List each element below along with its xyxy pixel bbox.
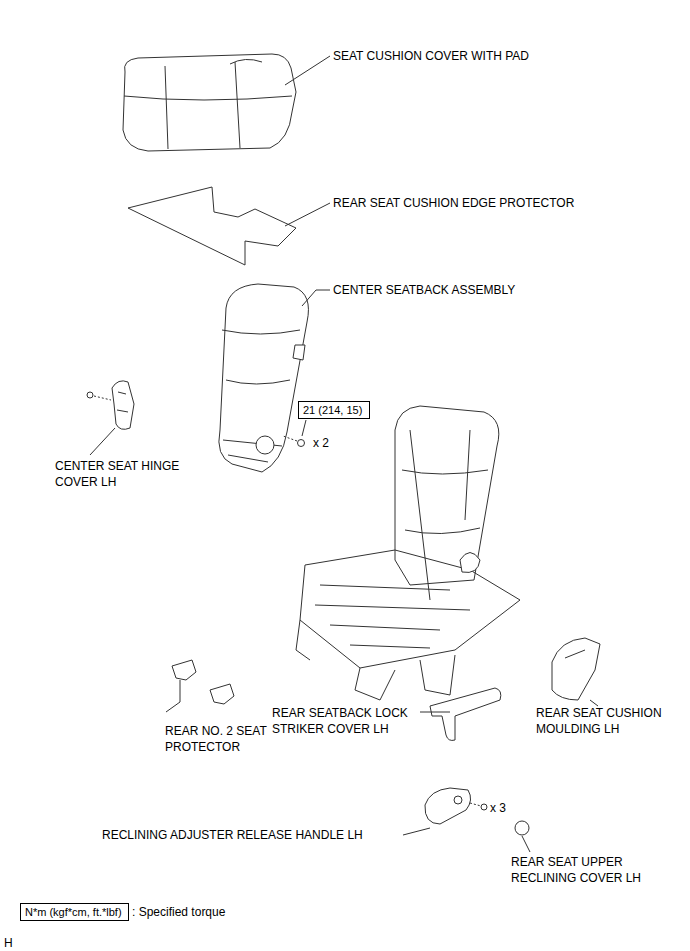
line-art	[460, 553, 480, 573]
line-art	[285, 56, 330, 85]
line-art	[298, 440, 305, 447]
line-art	[515, 821, 529, 835]
line-art	[293, 345, 305, 360]
line-art	[565, 650, 585, 658]
line-art	[470, 803, 481, 806]
legend-note: : Specified torque	[132, 904, 225, 920]
line-art	[87, 392, 93, 398]
line-art	[172, 660, 196, 680]
line-art	[402, 470, 488, 534]
line-art	[124, 96, 292, 100]
line-art	[522, 836, 530, 852]
line-art	[123, 54, 296, 151]
line-art	[285, 203, 330, 226]
line-art	[128, 187, 296, 265]
line-art	[590, 700, 598, 706]
line-art	[210, 684, 234, 704]
line-art	[166, 680, 180, 712]
figure-code: H	[4, 935, 13, 951]
torque-legend-box: N*m (kgf*cm, ft.*lbf)	[20, 903, 129, 921]
line-art	[222, 330, 300, 384]
line-art	[90, 428, 115, 455]
part-name: REAR SEAT CUSHION MOULDING LH	[536, 705, 684, 737]
line-art	[94, 396, 111, 400]
part-name: REAR SEAT UPPER RECLINING COVER LH	[511, 854, 651, 886]
line-art	[296, 620, 455, 700]
part-drawings	[87, 54, 600, 852]
part-name: REAR SEATBACK LOCK STRIKER COVER LH	[272, 705, 432, 737]
line-art	[425, 788, 471, 824]
line-art	[230, 59, 262, 64]
line-art	[454, 796, 462, 804]
line-art	[302, 290, 330, 306]
line-art	[420, 712, 450, 713]
line-art	[256, 436, 274, 454]
quantity: x 3	[490, 800, 506, 816]
part-name: RECLINING ADJUSTER RELEASE HANDLE LH	[102, 827, 363, 843]
quantity: x 2	[313, 435, 329, 451]
line-art	[219, 284, 309, 472]
line-art	[117, 392, 128, 412]
torque-value: 21 (214, 15)	[303, 404, 362, 416]
part-name: SEAT CUSHION COVER WITH PAD	[333, 48, 529, 64]
line-art	[302, 420, 306, 436]
torque-box: 21 (214, 15)	[298, 401, 370, 419]
line-art	[410, 430, 470, 600]
part-name: REAR SEAT CUSHION EDGE PROTECTOR	[333, 195, 574, 211]
line-art	[430, 688, 501, 740]
line-art	[165, 62, 240, 149]
line-art	[112, 381, 134, 429]
line-art	[283, 436, 297, 441]
part-name: CENTER SEAT HINGE COVER LH	[55, 458, 195, 490]
line-art	[552, 638, 600, 700]
torque-value: N*m (kgf*cm, ft.*lbf)	[25, 906, 122, 918]
part-name: CENTER SEATBACK ASSEMBLY	[333, 282, 515, 298]
line-art	[403, 828, 430, 835]
line-art	[481, 804, 487, 810]
line-art	[300, 550, 520, 668]
line-art	[315, 585, 470, 648]
